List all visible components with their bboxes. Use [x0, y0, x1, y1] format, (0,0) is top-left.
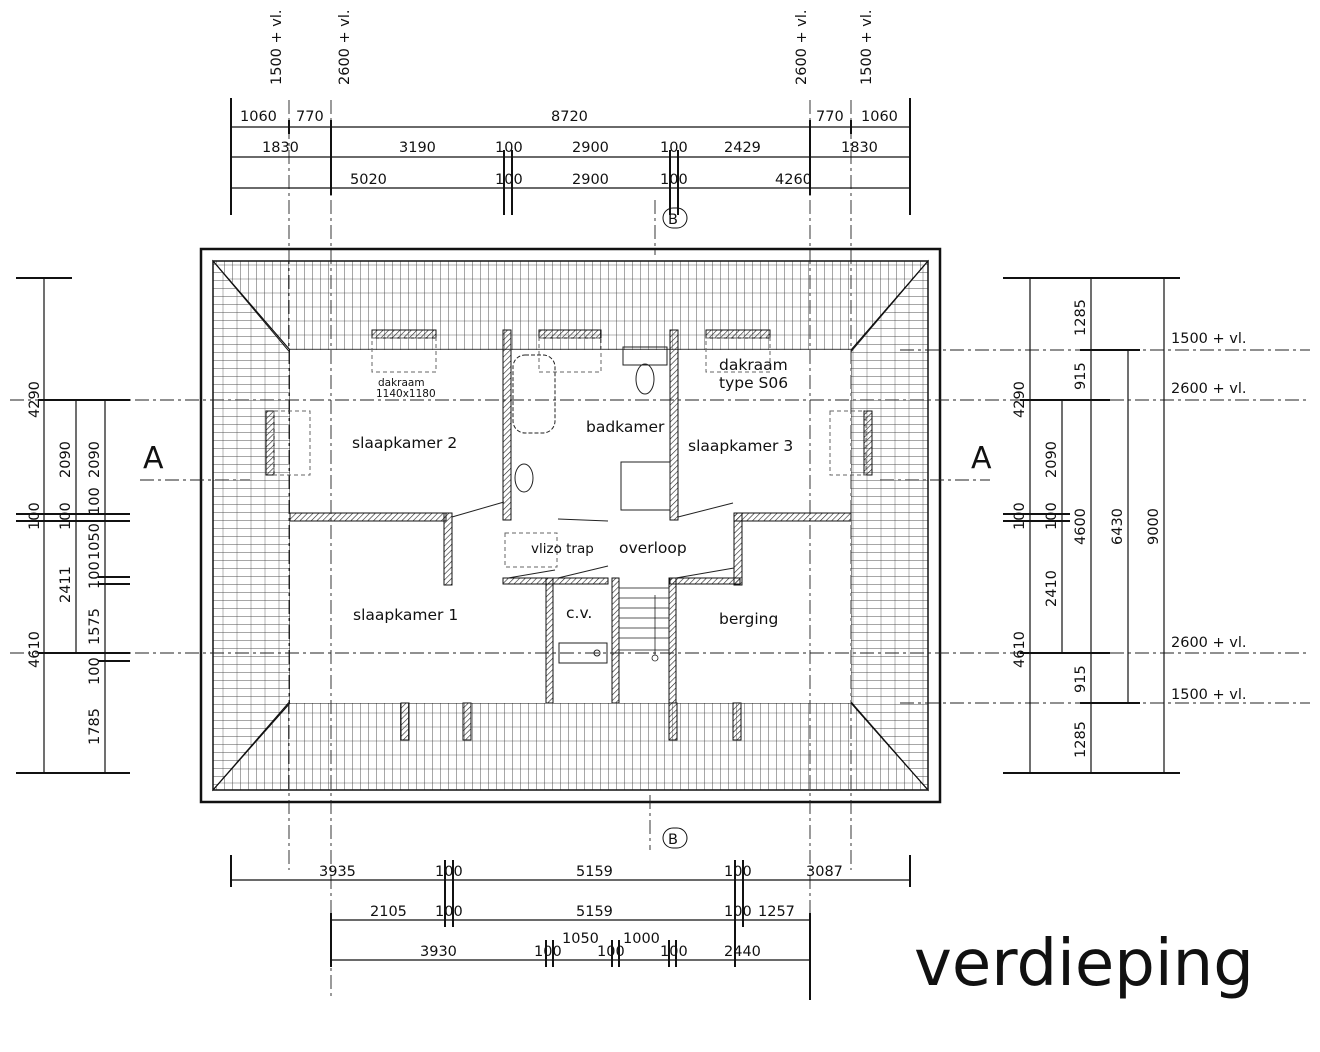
- section-b-bottom: B: [668, 832, 678, 848]
- dim-text: 100: [58, 502, 74, 530]
- dim-text: 100: [87, 561, 103, 589]
- dim-text: 4610: [27, 631, 43, 668]
- dim-text: 1050: [87, 523, 103, 560]
- dim-text: 100: [660, 944, 688, 960]
- section-b-top: B: [668, 212, 678, 228]
- dim-text: 1285: [1073, 721, 1089, 758]
- dim-text: 100: [660, 140, 688, 156]
- dim-text: 2105: [370, 904, 407, 920]
- dim-text: 915: [1073, 362, 1089, 390]
- dim-text: 2090: [58, 441, 74, 478]
- level-label-vertical: 2600 + vl.: [794, 10, 810, 86]
- level-label: 2600 + vl.: [1171, 635, 1247, 651]
- bathroom-fixtures: [512, 346, 671, 664]
- dim-text: 6430: [1110, 508, 1126, 545]
- dakraam-label: dakraam: [378, 377, 425, 389]
- dim-text: 2429: [724, 140, 761, 156]
- interior-walls: [265, 329, 873, 741]
- dim-text: 100: [87, 487, 103, 515]
- dim-text: 5159: [576, 864, 613, 880]
- dakraam-size: 1140x1180: [376, 388, 436, 400]
- dimension-lines: [16, 98, 1180, 1000]
- dim-text: 100: [1044, 502, 1060, 530]
- level-label-vertical: 1500 + vl.: [859, 10, 875, 86]
- dim-text: 1830: [262, 140, 299, 156]
- dim-text: 100: [1012, 502, 1028, 530]
- room-badkamer: badkamer: [586, 418, 665, 436]
- level-label: 1500 + vl.: [1171, 331, 1247, 347]
- dim-text: 770: [816, 109, 844, 125]
- room-slaapkamer-1: slaapkamer 1: [353, 606, 458, 624]
- dim-text: 100: [660, 172, 688, 188]
- dakraam-type-value: type S06: [719, 374, 788, 392]
- staircase: [618, 587, 670, 662]
- dim-text: 2410: [1044, 570, 1060, 607]
- room-vlizo-trap: vlizo trap: [531, 541, 594, 557]
- dim-text: 5020: [350, 172, 387, 188]
- dim-text: 3190: [399, 140, 436, 156]
- dim-text: 4290: [1012, 381, 1028, 418]
- dim-text: 1060: [861, 109, 898, 125]
- roof-hatching: [211, 259, 930, 792]
- dim-text: 1830: [841, 140, 878, 156]
- dim-text: 100: [435, 904, 463, 920]
- dim-text: 2440: [724, 944, 761, 960]
- room-overloop: overloop: [619, 539, 687, 557]
- dim-text: 4600: [1073, 508, 1089, 545]
- dim-text: 770: [296, 109, 324, 125]
- dim-text: 3935: [319, 864, 356, 880]
- dim-text: 100: [495, 172, 523, 188]
- dim-text: 4610: [1012, 631, 1028, 668]
- dim-text: 1575: [87, 608, 103, 645]
- dim-text: 2090: [1044, 441, 1060, 478]
- doors: [451, 501, 735, 579]
- dim-text: 100: [597, 944, 625, 960]
- dim-text: 9000: [1146, 508, 1162, 545]
- dim-text: 2900: [572, 172, 609, 188]
- dim-text: 1050: [562, 931, 599, 947]
- dim-text: 8720: [551, 109, 588, 125]
- dim-text: 1060: [240, 109, 277, 125]
- floor-area: [290, 350, 851, 703]
- outer-wall: [199, 247, 942, 804]
- dim-text: 100: [724, 864, 752, 880]
- dim-text: 4260: [775, 172, 812, 188]
- dim-text: 100: [435, 864, 463, 880]
- dim-text: 2411: [58, 566, 74, 603]
- dim-text: 1785: [87, 708, 103, 745]
- dim-text: 100: [87, 657, 103, 685]
- dim-text: 3087: [806, 864, 843, 880]
- dim-text: 3930: [420, 944, 457, 960]
- dim-text: 100: [495, 140, 523, 156]
- dakraam-type-label: dakraam: [719, 356, 788, 374]
- dim-text: 1285: [1073, 299, 1089, 336]
- room-berging: berging: [719, 610, 778, 628]
- dim-text: 1257: [758, 904, 795, 920]
- dim-text: 5159: [576, 904, 613, 920]
- level-label: 2600 + vl.: [1171, 381, 1247, 397]
- level-label-vertical: 1500 + vl.: [269, 10, 285, 86]
- dim-text: 2900: [572, 140, 609, 156]
- dim-text: 2090: [87, 441, 103, 478]
- room-slaapkamer-3: slaapkamer 3: [688, 437, 793, 455]
- dim-text: 100: [534, 944, 562, 960]
- room-cv: c.v.: [566, 604, 592, 622]
- dim-text: 4290: [27, 381, 43, 418]
- dim-text: 1000: [623, 931, 660, 947]
- level-label: 1500 + vl.: [1171, 687, 1247, 703]
- dim-text: 915: [1073, 665, 1089, 693]
- section-a-left: A: [143, 441, 164, 476]
- drawing-title: verdieping: [914, 927, 1254, 1001]
- room-slaapkamer-2: slaapkamer 2: [352, 434, 457, 452]
- dim-text: 100: [724, 904, 752, 920]
- section-markers: [662, 207, 688, 849]
- dim-text: 100: [27, 502, 43, 530]
- section-a-right: A: [971, 441, 992, 476]
- level-label-vertical: 2600 + vl.: [337, 10, 353, 86]
